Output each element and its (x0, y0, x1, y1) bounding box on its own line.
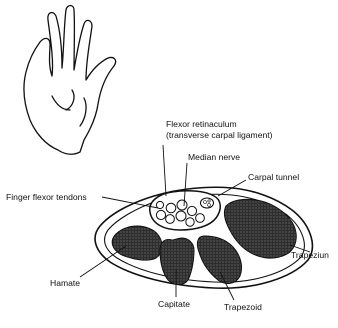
label-capitate: Capitate (158, 299, 190, 309)
label-hamate: Hamate (50, 278, 80, 288)
label-median-nerve: Median nerve (188, 152, 240, 162)
label-carpal-tunnel: Carpal tunnel (248, 172, 299, 182)
label-trapezium: Trapeziun (291, 250, 329, 260)
label-trapezoid: Trapezoid (224, 302, 262, 312)
hand-illustration (24, 6, 116, 155)
median-nerve (201, 198, 214, 208)
leader-flexor-retinaculum (163, 145, 166, 196)
label-transverse-carpal-ligament: (transverse carpal ligament) (166, 130, 273, 140)
label-flexor-retinaculum: Flexor retinaculum (166, 119, 237, 129)
label-finger-flexor-tendons: Finger flexor tendons (6, 192, 87, 202)
